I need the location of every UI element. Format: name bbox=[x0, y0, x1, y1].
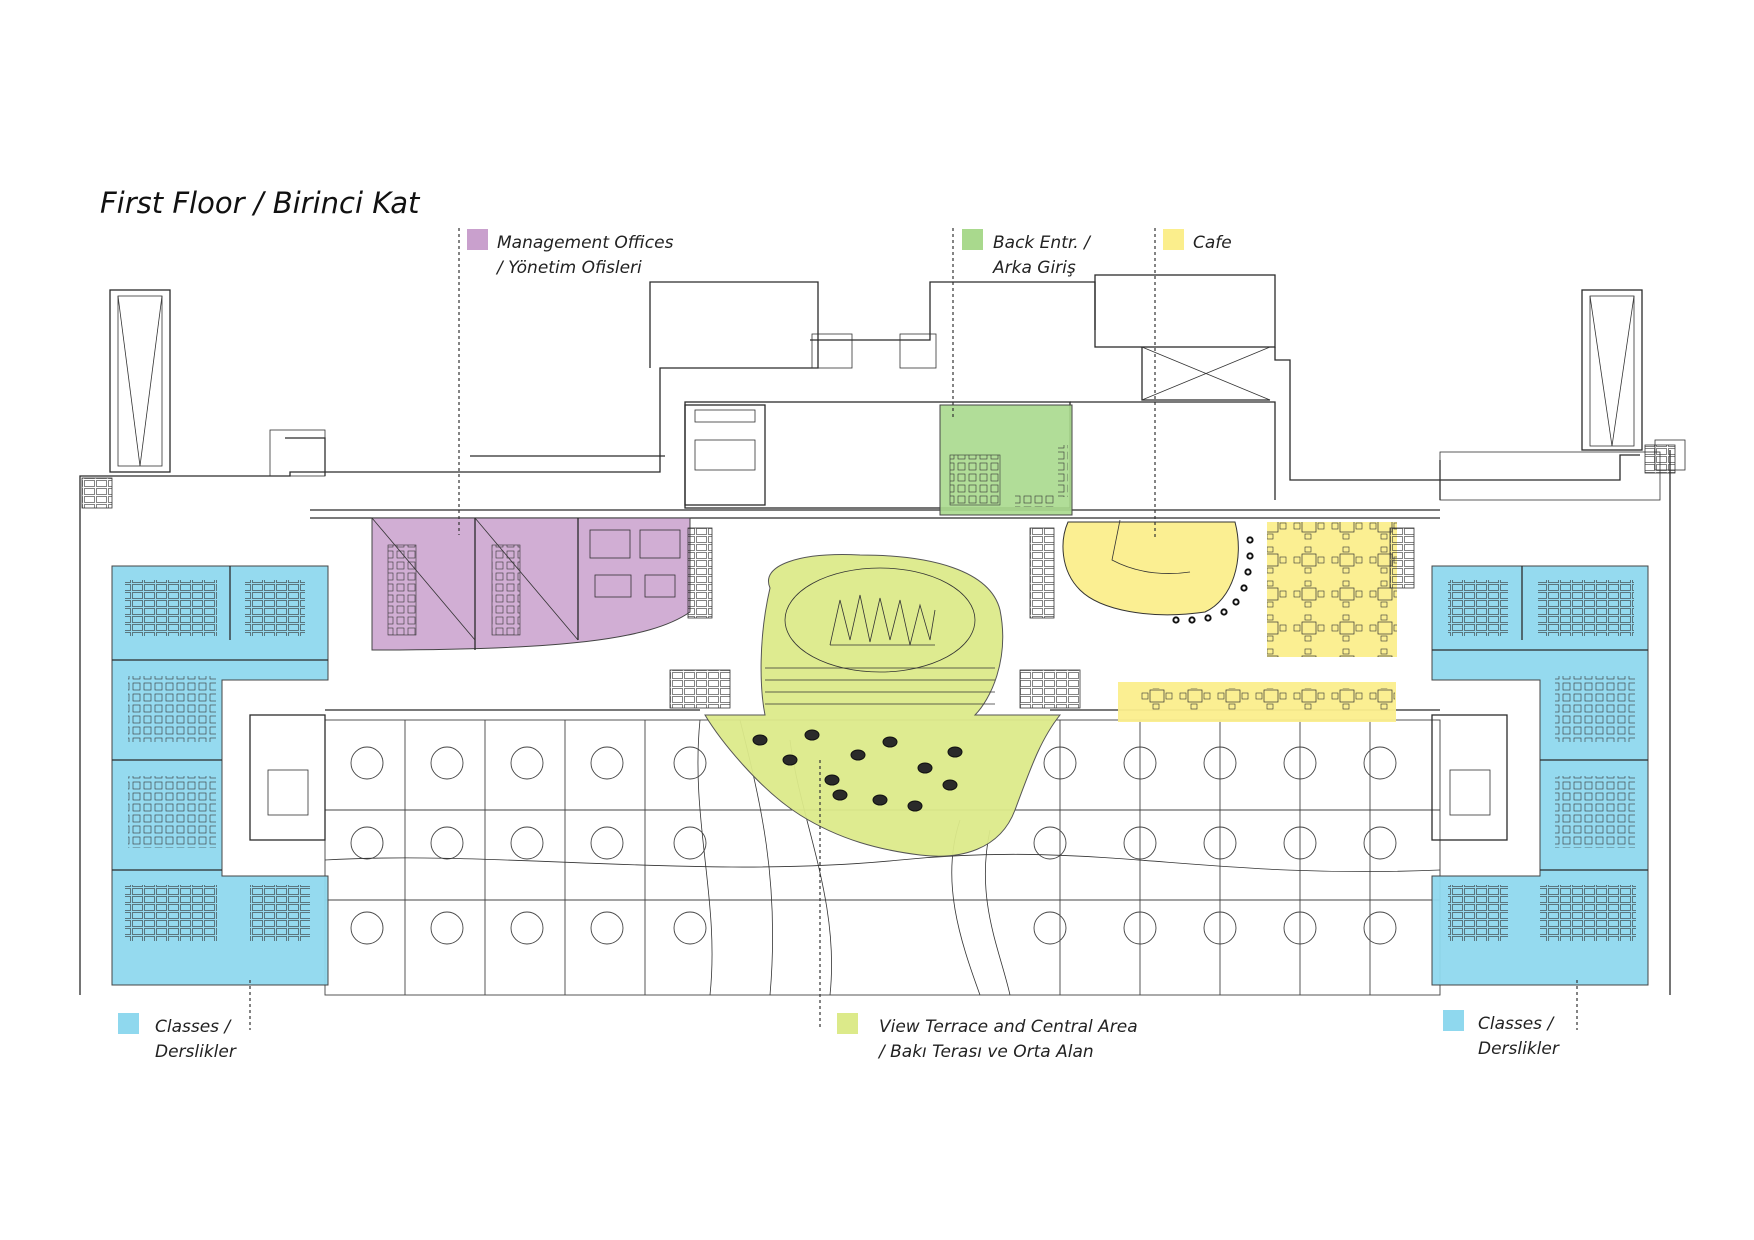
legend-terrace-line1: View Terrace and Central Area bbox=[879, 1017, 1138, 1037]
legend-classes-right-line2: Derslikler bbox=[1478, 1039, 1560, 1059]
legend-back-entrance: Back Entr. / Arka Giriş bbox=[962, 229, 1092, 278]
service-rooms bbox=[81, 404, 1676, 841]
legend-management-line2: / Yönetim Ofisleri bbox=[495, 258, 642, 278]
zone-back-entrance bbox=[939, 404, 1073, 516]
legend-classes-right-line1: Classes / bbox=[1478, 1014, 1555, 1034]
legend-swatch-classes-right bbox=[1443, 1010, 1464, 1031]
legend-swatch-back-entrance bbox=[962, 229, 983, 250]
legend-back-entrance-line2: Arka Giriş bbox=[992, 258, 1076, 278]
legend-swatch-classes-left bbox=[118, 1013, 139, 1034]
zone-classes-left bbox=[111, 565, 329, 986]
legend-terrace: View Terrace and Central Area / Bakı Ter… bbox=[837, 1013, 1138, 1062]
building-outline bbox=[79, 274, 1686, 996]
plan-title: First Floor / Birinci Kat bbox=[100, 186, 421, 220]
legend-cafe-line1: Cafe bbox=[1193, 233, 1232, 253]
legend-swatch-terrace bbox=[837, 1013, 858, 1034]
legend-classes-left-line1: Classes / bbox=[155, 1017, 232, 1037]
legend-classes-left: Classes / Derslikler bbox=[118, 1013, 237, 1062]
zone-cafe bbox=[1062, 519, 1397, 722]
legend-management-line1: Management Offices bbox=[497, 233, 674, 253]
zone-management-offices bbox=[371, 517, 691, 651]
leader-lines bbox=[249, 228, 1578, 1030]
legend-cafe: Cafe bbox=[1163, 229, 1232, 253]
legend-management: Management Offices / Yönetim Ofisleri bbox=[467, 229, 674, 278]
legend-swatch-cafe bbox=[1163, 229, 1184, 250]
legend-classes-left-line2: Derslikler bbox=[155, 1042, 237, 1062]
legend-back-entrance-line1: Back Entr. / bbox=[993, 233, 1092, 253]
zone-view-terrace bbox=[704, 554, 1062, 857]
legend-terrace-line2: / Bakı Terası ve Orta Alan bbox=[877, 1042, 1094, 1062]
legend-swatch-management bbox=[467, 229, 488, 250]
legend-classes-right: Classes / Derslikler bbox=[1443, 1010, 1560, 1059]
zone-classes-right bbox=[1431, 565, 1649, 986]
